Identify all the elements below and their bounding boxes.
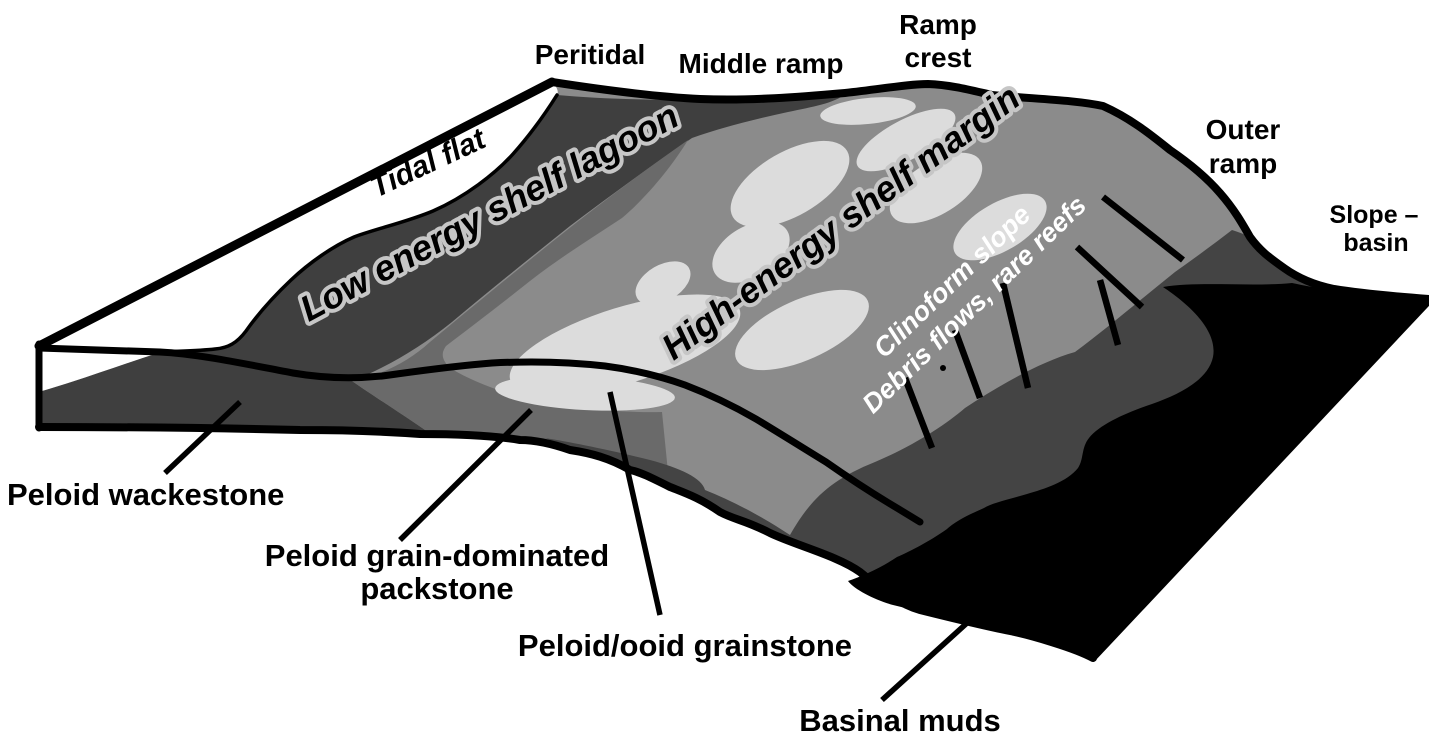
shoal-patch bbox=[730, 140, 850, 228]
label-peloid-packstone-line1: Peloid grain-dominated bbox=[265, 538, 609, 573]
label-basinal-muds: Basinal muds bbox=[799, 703, 1001, 738]
label-peloid-packstone-line2: packstone bbox=[360, 571, 513, 606]
bottom-front-edge bbox=[35, 423, 1097, 662]
shoal-patch bbox=[735, 289, 869, 371]
grainstone-leader-line bbox=[607, 391, 663, 616]
transition-packstone-region bbox=[352, 140, 688, 472]
label-slope-basin-line1: Slope – bbox=[1330, 201, 1419, 229]
outer-ramp-region bbox=[545, 230, 1429, 658]
wackestone-leader-line bbox=[163, 400, 242, 475]
stray-dot bbox=[940, 365, 946, 371]
block-outlines bbox=[34, 77, 1429, 662]
tidal-flat-face-wedge bbox=[42, 349, 158, 391]
label-ramp-crest-line1: Ramp bbox=[899, 9, 977, 40]
lagoon-wackestone-region bbox=[42, 94, 845, 432]
label-peloid-ooid-grainstone: Peloid/ooid grainstone bbox=[518, 628, 852, 663]
leader-lines bbox=[163, 391, 969, 703]
label-outer-ramp-line2: ramp bbox=[1209, 148, 1277, 179]
shoal-patch bbox=[856, 108, 956, 172]
shoal-patch bbox=[712, 221, 790, 283]
label-ramp-crest-line2: crest bbox=[905, 42, 972, 73]
dip-line bbox=[1096, 279, 1122, 346]
dip-line bbox=[1074, 244, 1145, 310]
ooid-shoal-patches bbox=[495, 97, 1047, 411]
label-middle-ramp: Middle ramp bbox=[679, 48, 844, 79]
shoal-patch bbox=[820, 97, 916, 125]
back-top-edge bbox=[34, 77, 557, 351]
shoal-patch bbox=[889, 152, 983, 224]
label-slope-basin-line2: basin bbox=[1343, 229, 1408, 257]
shoal-patch bbox=[509, 294, 741, 396]
dip-line bbox=[1100, 194, 1186, 263]
dip-line bbox=[951, 328, 984, 400]
basinal-muds-leader-line bbox=[880, 620, 969, 703]
grainstone-lens bbox=[495, 375, 675, 411]
shoal-patch bbox=[635, 261, 691, 305]
shoal-patch bbox=[953, 193, 1047, 261]
tidal-flat-boundary-line bbox=[158, 93, 559, 354]
packstone-leader-line bbox=[398, 408, 533, 542]
clinoform-dip-lines bbox=[901, 194, 1186, 450]
label-peloid-wackestone: Peloid wackestone bbox=[7, 477, 284, 512]
dip-line bbox=[999, 282, 1032, 389]
right-bottom-edge bbox=[1089, 300, 1429, 662]
basinal-muds-region bbox=[848, 283, 1429, 658]
label-outer-ramp-line1: Outer bbox=[1206, 114, 1281, 145]
shoreline-front-edge bbox=[35, 344, 924, 526]
dip-line bbox=[901, 376, 936, 450]
label-peritidal: Peritidal bbox=[535, 39, 645, 70]
terrain-profile-outline bbox=[548, 78, 1429, 303]
